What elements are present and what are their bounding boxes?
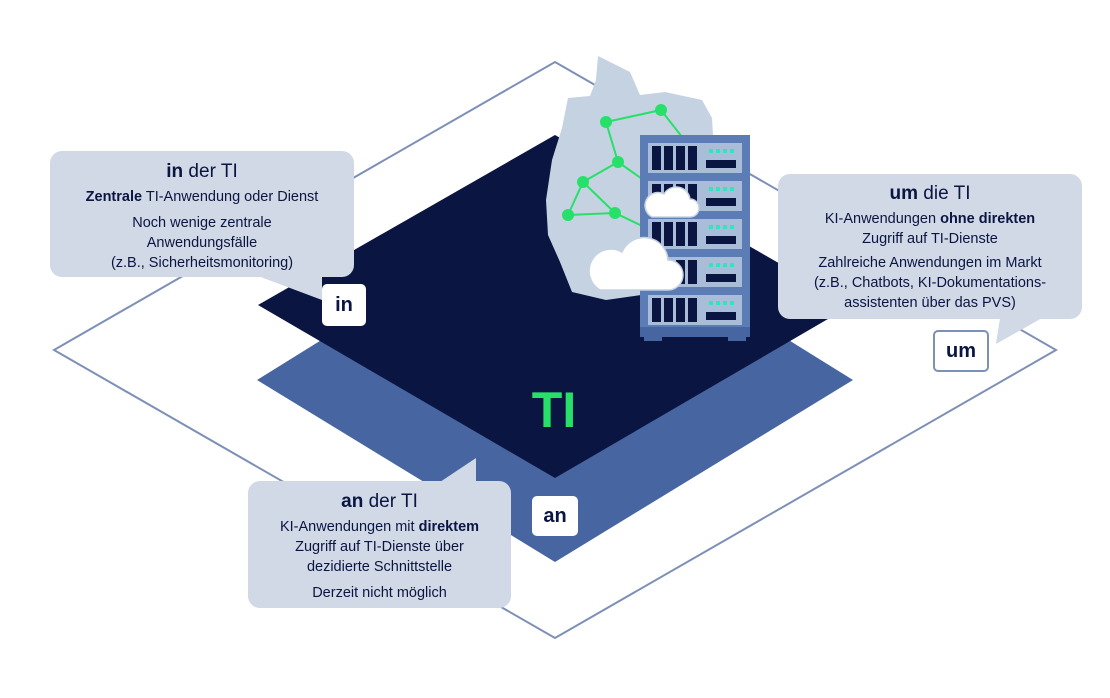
an-box-line2: Zugriff auf TI-Dienste über (295, 539, 464, 555)
ti-center-label: TI (531, 382, 577, 438)
um-box-line5: assistenten über das PVS) (844, 295, 1016, 311)
in-box-line2: Noch wenige zentrale (132, 215, 272, 231)
um-bubble-tail (996, 318, 1042, 344)
um-box-line4: (z.B., Chatbots, KI-Dokumentations- (813, 275, 1047, 291)
um-die-ti-box: um die TI KI-Anwendungen ohne direkten Z… (778, 174, 1082, 319)
in-box-line4: (z.B., Sicherheitsmonitoring) (110, 255, 294, 271)
an-box-line3: dezidierte Schnittstelle (306, 559, 453, 575)
um-box-line1: KI-Anwendungen ohne direkten (824, 211, 1036, 227)
um-box-title: um die TI (889, 183, 971, 204)
an-der-ti-box: an der TI KI-Anwendungen mit direktem Zu… (248, 481, 511, 608)
network-nodes (562, 104, 667, 221)
in-bubble-tail (258, 276, 322, 300)
um-tag: um (933, 330, 989, 372)
in-box-title: in der TI (166, 161, 238, 182)
um-box-line3: Zahlreiche Anwendungen im Markt (818, 255, 1042, 271)
in-der-ti-box: in der TI Zentrale TI-Anwendung oder Die… (50, 151, 354, 277)
cloud-large-icon (588, 236, 684, 291)
an-box-line1: KI-Anwendungen mit direktem (279, 519, 480, 535)
um-box-line2: Zugriff auf TI-Dienste (862, 231, 998, 247)
an-box-line4: Derzeit nicht möglich (312, 585, 447, 601)
cloud-icon (644, 186, 700, 218)
an-bubble-tail (440, 458, 476, 482)
an-tag: an (532, 496, 578, 536)
server-rack-icon (640, 135, 750, 341)
in-box-line3: Anwendungsfälle (146, 235, 258, 251)
in-tag: in (322, 284, 366, 326)
an-box-title: an der TI (341, 491, 418, 512)
in-box-line1: Zentrale TI-Anwendung oder Dienst (85, 189, 319, 205)
